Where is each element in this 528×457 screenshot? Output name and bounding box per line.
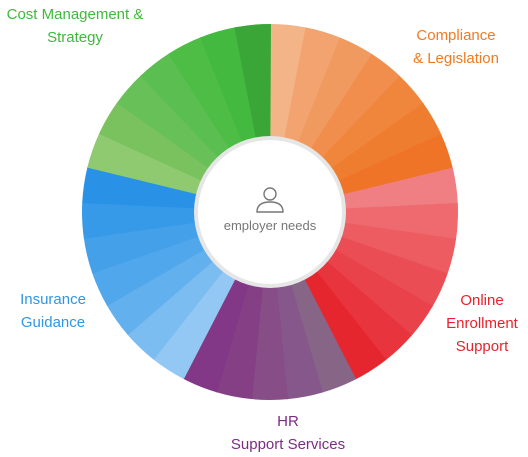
- label-line: Online: [460, 292, 504, 309]
- wedge-comp-1: [270, 24, 307, 144]
- label-line: Support: [455, 338, 509, 355]
- center-label: employer needs: [223, 218, 317, 233]
- wedge-hr-2: [276, 279, 323, 400]
- segment-label-online-enrollment: Online Enrollment Support: [438, 289, 526, 358]
- wedge-online-7: [301, 267, 387, 380]
- label-line: & Legislation: [413, 50, 499, 67]
- wedge-comp-7: [333, 133, 453, 196]
- wedge-cost-4: [140, 53, 233, 162]
- segment-label-hr-support: HR Support Services: [218, 410, 358, 456]
- wedge-online-2: [339, 203, 458, 240]
- label-line: HR: [277, 413, 299, 430]
- label-line: Cost Management &: [6, 6, 144, 23]
- wedge-online-6: [312, 257, 413, 361]
- wedge-comp-4: [307, 53, 401, 162]
- wedge-comp-5: [318, 75, 424, 172]
- wedge-cost-3: [116, 75, 222, 172]
- label-line: Strategy: [47, 29, 103, 46]
- wedge-cost-5: [168, 37, 245, 154]
- wedge-hr-5: [182, 274, 251, 393]
- wedge-cost-7: [234, 24, 271, 144]
- wedge-online-1: [338, 167, 458, 210]
- wedge-ins-2: [127, 257, 227, 360]
- wedge-comp-6: [327, 102, 442, 184]
- wedge-comp-3: [296, 37, 373, 154]
- wedge-comp-2: [283, 27, 341, 148]
- label-line: Support Services: [230, 436, 346, 453]
- person-icon: [256, 187, 284, 213]
- segment-label-insurance: Insurance Guidance: [8, 288, 98, 334]
- wedge-cost-1: [87, 133, 207, 196]
- label-line: Enrollment: [446, 315, 518, 332]
- segment-label-compliance: Compliance & Legislation: [398, 24, 514, 70]
- label-line: Insurance: [20, 291, 86, 308]
- wedge-ins-6: [81, 202, 201, 239]
- wedge-ins-5: [83, 221, 204, 274]
- label-line: Guidance: [20, 314, 86, 331]
- wedge-cost-6: [200, 27, 258, 148]
- label-line: Compliance: [416, 27, 496, 44]
- wedge-ins-7: [82, 166, 203, 209]
- wedge-ins-1: [153, 266, 238, 380]
- wedge-ins-3: [106, 246, 218, 336]
- wedge-cost-2: [98, 102, 214, 183]
- wedge-hr-4: [216, 279, 264, 400]
- wedge-hr-1: [289, 274, 357, 393]
- wedge-ring: [81, 24, 458, 400]
- wedge-online-3: [336, 221, 457, 275]
- segment-label-cost-management: Cost Management & Strategy: [0, 3, 150, 49]
- wedge-online-5: [322, 247, 433, 336]
- wedge-ins-4: [92, 234, 210, 306]
- wedge-online-4: [330, 234, 448, 307]
